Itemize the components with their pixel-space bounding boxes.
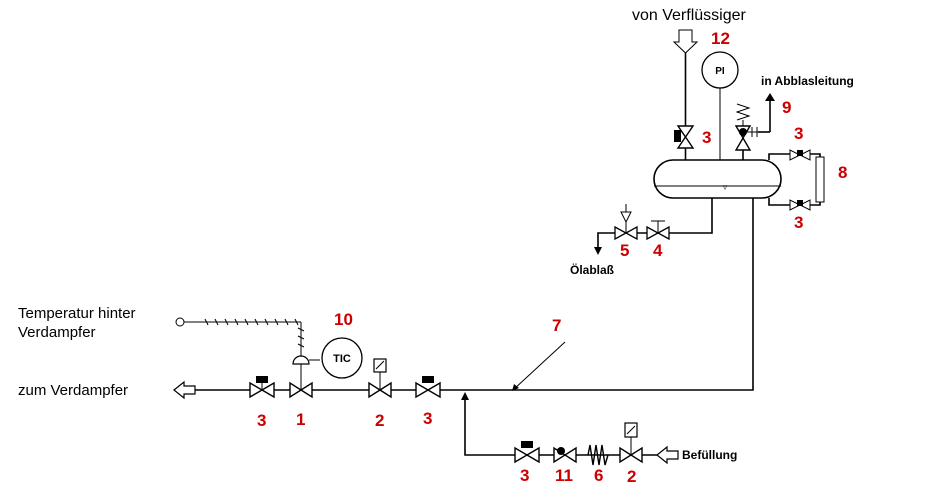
label-zum-verdampfer: zum Verdampfer — [18, 382, 128, 399]
number-8: 8 — [838, 163, 847, 182]
outlet-arrow-icon — [173, 380, 196, 400]
number-1: 1 — [296, 410, 305, 429]
number-3-left: 3 — [257, 411, 266, 430]
number-9: 9 — [782, 98, 791, 117]
number-3-top: 3 — [702, 128, 711, 147]
number-4: 4 — [653, 241, 663, 260]
condenser-inlet-valve-icon — [674, 125, 695, 149]
fill-inlet-arrow-icon — [656, 445, 679, 465]
number-11: 11 — [555, 466, 573, 485]
pressure-gauge-icon — [701, 51, 739, 160]
label-temperatur-line1: Temperatur hinter — [18, 305, 136, 322]
number-5: 5 — [620, 241, 629, 260]
oil-drain-line — [594, 198, 713, 255]
level-gauge-loop — [768, 149, 825, 211]
condenser-inlet-arrow-icon — [672, 29, 699, 54]
number-10: 10 — [334, 310, 353, 329]
label-befuellung: Befüllung — [682, 448, 737, 462]
svg-text:▿: ▿ — [723, 182, 728, 192]
label-in-abblasleitung: in Abblasleitung — [761, 74, 854, 88]
number-7: 7 — [552, 316, 561, 335]
liquid-line — [436, 198, 754, 391]
number-3-right-top: 3 — [794, 124, 803, 143]
number-2-bottom: 2 — [627, 467, 636, 486]
number-3-right-bottom: 3 — [794, 213, 803, 232]
number-3-bottom: 3 — [520, 466, 529, 485]
safety-valve-icon — [734, 93, 775, 160]
shutoff-valve-3-left-icon — [249, 376, 275, 399]
label-von-verfluessiger: von Verflüssiger — [632, 7, 747, 24]
temperature-capillary — [175, 317, 305, 348]
expansion-valve-icon — [289, 322, 320, 399]
leader-7 — [512, 341, 566, 391]
number-6: 6 — [594, 466, 603, 485]
fill-branch — [461, 392, 657, 466]
label-pi: PI — [715, 66, 725, 77]
number-2-main: 2 — [375, 411, 384, 430]
number-12: 12 — [711, 29, 730, 48]
shutoff-valve-3-main-icon — [415, 376, 441, 399]
receiver-vessel: ▿ — [653, 159, 782, 199]
solenoid-valve-main-icon — [368, 358, 392, 399]
label-temperatur-line2: Verdampfer — [18, 324, 96, 341]
number-3-main: 3 — [423, 409, 432, 428]
temperature-controller-icon — [321, 337, 363, 379]
label-oelablass: Ölablaß — [570, 262, 614, 277]
label-tic: TIC — [333, 353, 351, 365]
